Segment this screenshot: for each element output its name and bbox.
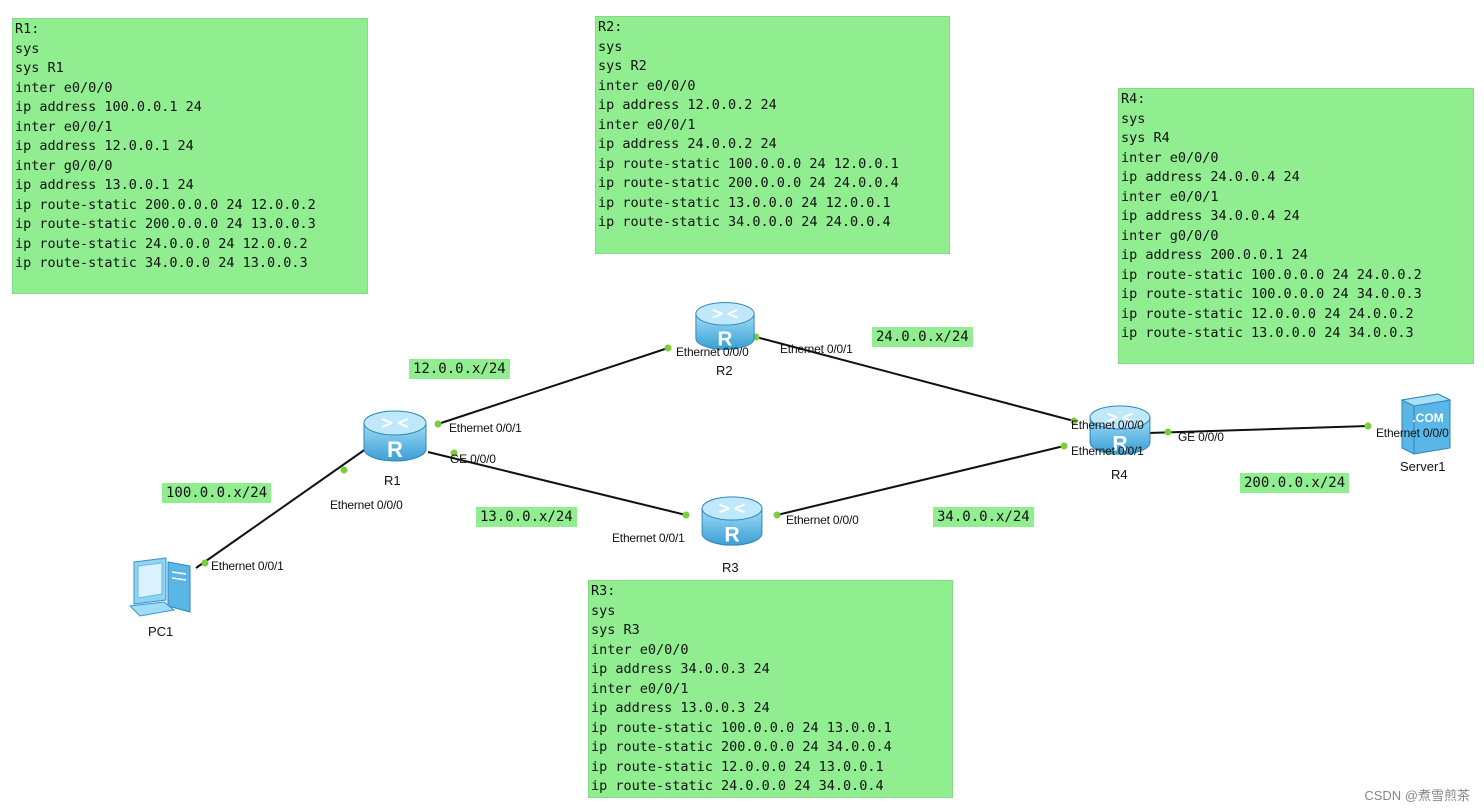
config-line: ip address 12.0.0.2 24 — [598, 97, 777, 113]
device-label-pc1: PC1 — [148, 624, 174, 639]
config-line: ip route-static 34.0.0.0 24 24.0.0.4 — [598, 214, 891, 230]
link-r2-r4 — [755, 336, 1075, 422]
config-line: inter g0/0/0 — [15, 157, 113, 174]
device-label-r3: R3 — [722, 560, 739, 575]
config-box-r1: R1: sys sys R1 inter e0/0/0 ip address 100.0… — [12, 18, 368, 294]
config-title: R3: — [591, 583, 616, 599]
device-label-r2: R2 — [716, 363, 733, 378]
config-line: inter g0/0/0 — [1121, 227, 1219, 244]
config-line: sys R3 — [591, 622, 640, 638]
config-line: ip route-static 100.0.0.0 24 34.0.0.3 — [1121, 286, 1422, 302]
config-line: sys — [591, 602, 616, 619]
config-line: ip route-static 24.0.0.0 24 12.0.0.2 — [15, 235, 308, 252]
config-line: ip route-static 200.0.0.0 24 12.0.0.2 — [15, 196, 316, 213]
watermark: CSDN @煮雪煎茶 — [1364, 788, 1470, 803]
config-line: sys — [15, 40, 40, 57]
config-box-r2: R2: sys sys R2 inter e0/0/0 ip address 12.0.… — [595, 16, 950, 254]
config-line: inter e0/0/0 — [15, 79, 113, 96]
config-line: ip route-static 200.0.0.0 24 24.0.0.4 — [598, 175, 899, 191]
config-line: ip address 24.0.0.4 24 — [1121, 169, 1300, 185]
config-line: sys R1 — [15, 60, 64, 76]
config-line: ip route-static 34.0.0.0 24 13.0.0.3 — [15, 255, 308, 271]
config-line: ip route-static 13.0.0.0 24 34.0.0.3 — [1121, 325, 1414, 341]
port-label-r1-e000: Ethernet 0/0/0 — [330, 498, 403, 512]
config-line: ip address 12.0.0.1 24 — [15, 138, 194, 154]
link-r3-r4 — [776, 445, 1065, 516]
config-line: ip address 100.0.0.1 24 — [15, 99, 202, 115]
config-line: ip address 24.0.0.2 24 — [598, 136, 777, 152]
link-r1-r2 — [437, 347, 669, 425]
link-r1-pc1 — [195, 445, 371, 569]
config-line: ip route-static 24.0.0.0 24 34.0.0.4 — [591, 778, 884, 794]
port-label-r3-e000: Ethernet 0/0/0 — [786, 513, 859, 527]
config-line: ip route-static 100.0.0.0 24 13.0.0.1 — [591, 719, 892, 736]
config-line: inter e0/0/1 — [598, 116, 696, 133]
network-label-100: 100.0.0.x/24 — [162, 483, 272, 503]
link-r4-server1 — [1147, 425, 1369, 434]
config-line: inter e0/0/0 — [598, 77, 696, 94]
network-label-24: 24.0.0.x/24 — [872, 327, 973, 347]
config-title: R4: — [1121, 91, 1146, 107]
port-label-server-e000: Ethernet 0/0/0 — [1376, 426, 1449, 440]
port-label-r3-e001: Ethernet 0/0/1 — [612, 531, 685, 545]
config-title: R2: — [598, 19, 623, 35]
config-line: ip address 13.0.0.3 24 — [591, 700, 770, 716]
link-r1-r3 — [427, 451, 687, 516]
config-line: sys — [1121, 110, 1146, 127]
port-label-r4-e000: Ethernet 0/0/0 — [1071, 418, 1144, 432]
config-line: sys R4 — [1121, 130, 1170, 146]
config-line: ip route-static 12.0.0.0 24 13.0.0.1 — [591, 758, 884, 775]
port-label-r4-ge000: GE 0/0/0 — [1178, 430, 1224, 444]
device-label-server1: Server1 — [1400, 459, 1446, 474]
config-title: R1: — [15, 21, 40, 37]
config-box-r4: R4: sys sys R4 inter e0/0/0 ip address 24.0.… — [1118, 88, 1474, 364]
svg-text:R: R — [1112, 431, 1127, 455]
config-line: ip route-static 100.0.0.0 24 12.0.0.1 — [598, 155, 899, 172]
config-line: ip address 34.0.0.3 24 — [591, 661, 770, 677]
port-label-pc1-e001: Ethernet 0/0/1 — [211, 559, 284, 573]
config-line: inter e0/0/0 — [591, 641, 689, 658]
config-line: ip route-static 100.0.0.0 24 24.0.0.2 — [1121, 266, 1422, 283]
port-label-r1-ge000: GE 0/0/0 — [450, 452, 496, 466]
network-label-13: 13.0.0.x/24 — [476, 507, 577, 527]
svg-text:.COM: .COM — [1412, 411, 1443, 425]
network-label-200: 200.0.0.x/24 — [1240, 473, 1350, 493]
svg-text:R: R — [724, 522, 739, 546]
svg-text:R: R — [718, 328, 733, 351]
config-line: inter e0/0/1 — [15, 118, 113, 135]
port-label-r2-e000: Ethernet 0/0/0 — [676, 345, 749, 359]
config-line: sys — [598, 38, 623, 55]
port-label-r4-e001: Ethernet 0/0/1 — [1071, 444, 1144, 458]
config-line: ip route-static 12.0.0.0 24 24.0.0.2 — [1121, 305, 1414, 322]
network-label-34: 34.0.0.x/24 — [933, 507, 1034, 527]
router-icon-r3[interactable]: R — [700, 493, 764, 554]
config-line: inter e0/0/1 — [1121, 188, 1219, 205]
pc-icon[interactable] — [128, 556, 196, 623]
port-dots — [201, 333, 1372, 567]
device-label-r1: R1 — [384, 473, 401, 488]
config-line: ip address 34.0.0.4 24 — [1121, 208, 1300, 224]
config-line: ip route-static 200.0.0.0 24 13.0.0.3 — [15, 216, 316, 232]
router-icon-r2[interactable]: R — [694, 298, 756, 359]
config-line: sys R2 — [598, 58, 647, 74]
server-icon[interactable]: .COM — [1398, 392, 1454, 461]
config-line: ip address 13.0.0.1 24 — [15, 177, 194, 193]
network-label-12: 12.0.0.x/24 — [409, 359, 510, 379]
config-line: inter e0/0/0 — [1121, 149, 1219, 166]
config-line: inter e0/0/1 — [591, 680, 689, 697]
config-box-r3: R3: sys sys R3 inter e0/0/0 ip address 34.0.… — [588, 580, 953, 798]
router-icon-r4[interactable]: R — [1088, 402, 1152, 463]
config-line: ip route-static 200.0.0.0 24 34.0.0.4 — [591, 739, 892, 755]
device-label-r4: R4 — [1111, 467, 1128, 482]
svg-text:R: R — [387, 437, 403, 462]
config-line: ip address 200.0.0.1 24 — [1121, 247, 1308, 263]
port-label-r1-e001: Ethernet 0/0/1 — [449, 421, 522, 435]
config-line: ip route-static 13.0.0.0 24 12.0.0.1 — [598, 194, 891, 211]
port-label-r2-e001: Ethernet 0/0/1 — [780, 342, 853, 356]
router-icon-r1[interactable]: R — [362, 407, 428, 470]
